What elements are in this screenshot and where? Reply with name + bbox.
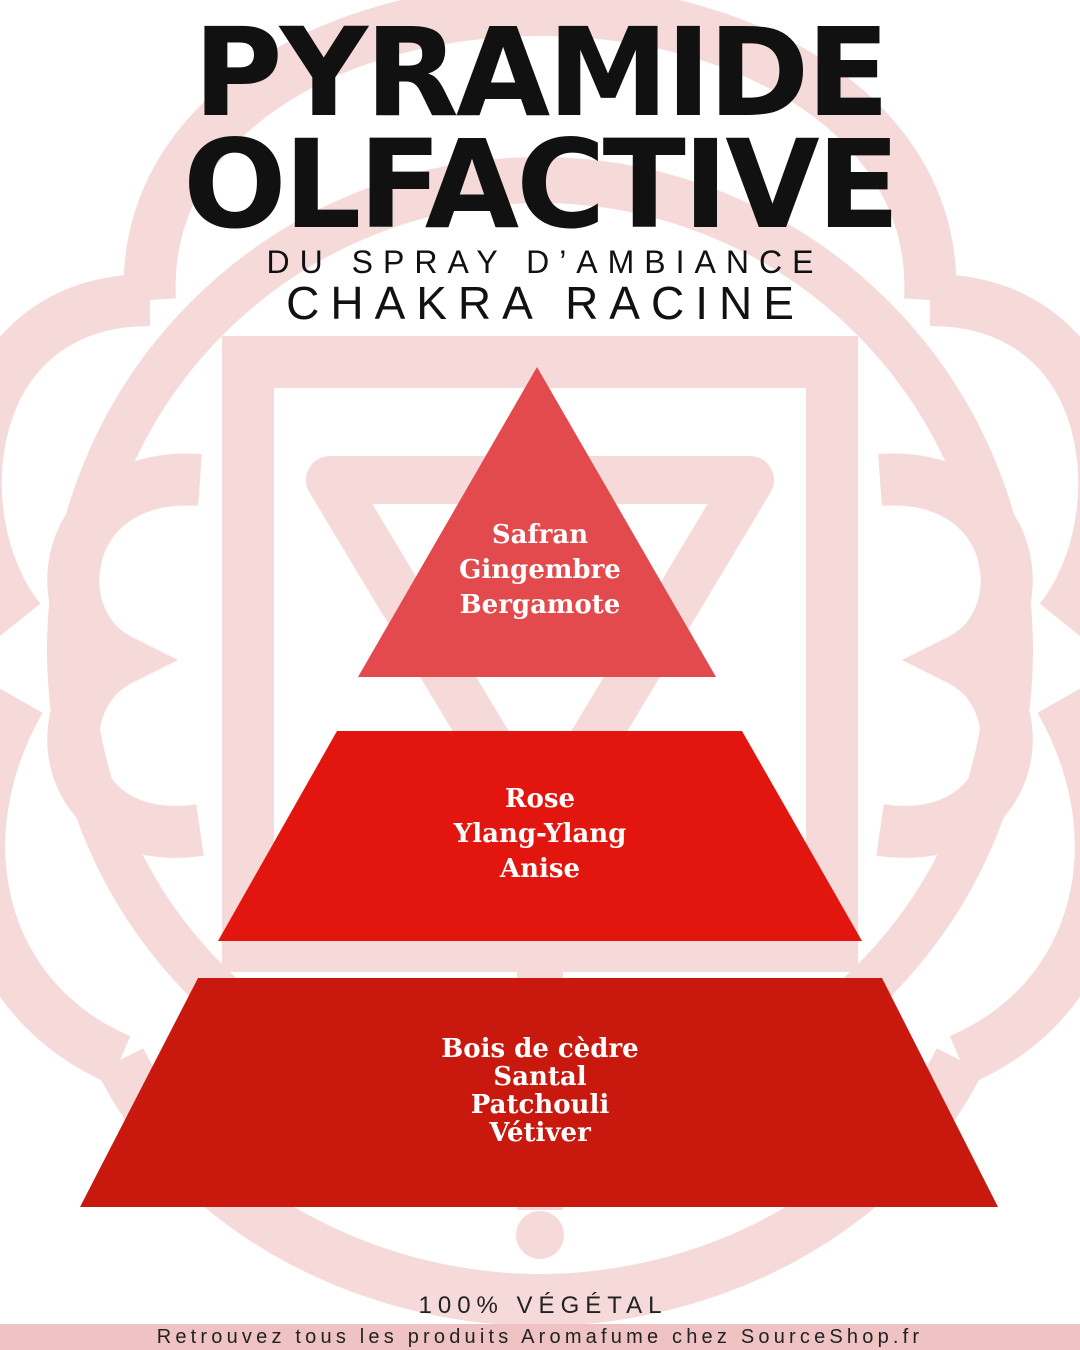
- top-notes-list: Safran Gingembre Bergamote: [0, 518, 1080, 623]
- top-note-item: Gingembre: [459, 555, 621, 585]
- heart-note-item: Rose: [504, 784, 576, 814]
- subtitle-product-type: DU SPRAY D’AMBIANCE: [266, 244, 824, 280]
- page-title-line-1: PYRAMIDE: [193, 2, 890, 144]
- subtitle-product-name: CHAKRA RACINE: [286, 277, 805, 329]
- heart-notes-list: Rose Ylang-Ylang Anise: [0, 782, 1080, 887]
- vegetal-claim: 100% VÉGÉTAL: [418, 1292, 668, 1319]
- page-title-line-2: OLFACTIVE: [182, 114, 900, 256]
- pyramid-heart-tier: [218, 731, 862, 941]
- base-note-item: Bois de cèdre: [441, 1034, 639, 1064]
- footer-banner: Retrouvez tous les produits Aromafume ch…: [0, 1324, 1080, 1350]
- top-note-item: Safran: [491, 520, 589, 550]
- base-note-item: Vétiver: [489, 1118, 591, 1148]
- top-note-item: Bergamote: [459, 590, 621, 620]
- pyramid-base-tier: [80, 978, 998, 1207]
- base-note-item: Patchouli: [470, 1090, 610, 1120]
- heart-note-item: Ylang-Ylang: [453, 819, 627, 849]
- pyramid-top-tier: [358, 367, 716, 677]
- base-note-item: Santal: [493, 1062, 587, 1092]
- heart-note-item: Anise: [499, 854, 581, 884]
- base-notes-list: Bois de cèdre Santal Patchouli Vétiver: [0, 1035, 1080, 1147]
